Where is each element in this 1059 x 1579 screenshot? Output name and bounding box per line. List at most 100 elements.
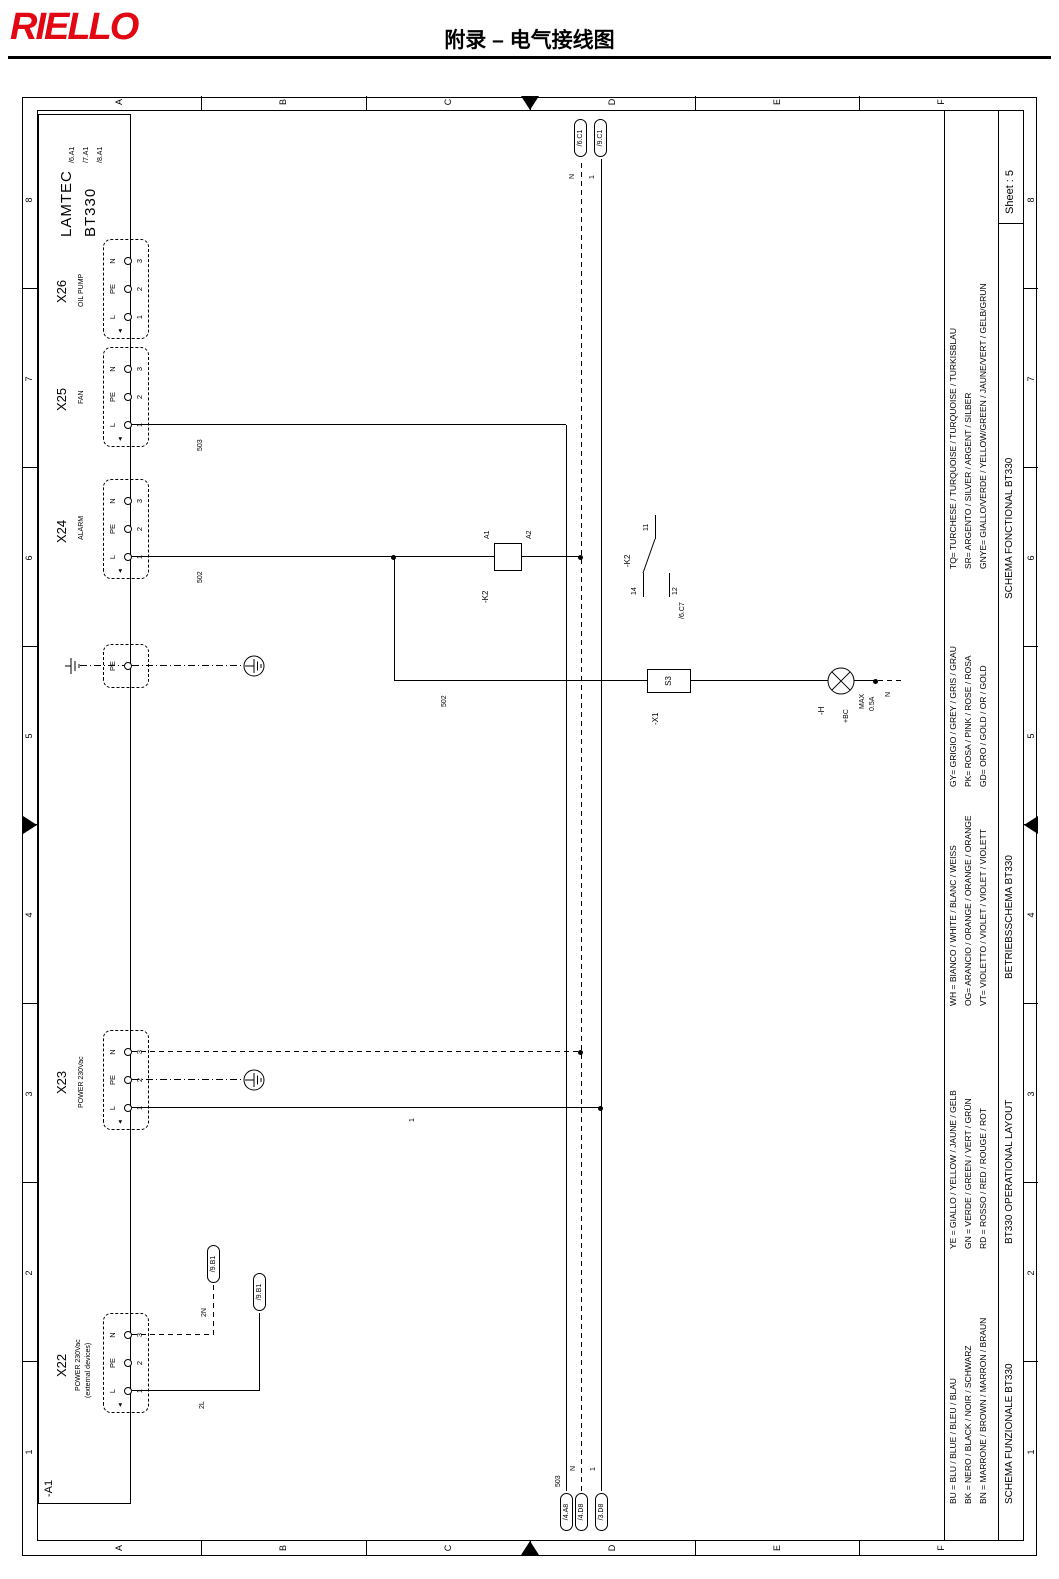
ref-flag: /6.C1	[574, 119, 587, 157]
drawing-area: 1 2 3 4 5 6 7 8 1 2 3 4 5 6 7 8 A B C D …	[22, 96, 1038, 1556]
grid-row-label: D	[607, 98, 617, 106]
title-it: SCHEMA FUNZIONALE BT330	[1004, 1363, 1015, 1504]
grid-col-label: 4	[24, 912, 34, 918]
wire-503-label: 503	[197, 439, 204, 451]
bus-n-label: N	[569, 173, 576, 179]
pe-stub-wire	[80, 665, 124, 666]
x23-pin-label: PE	[108, 1075, 117, 1086]
center-mark-icon	[23, 816, 37, 834]
grid-tick	[366, 96, 367, 110]
legend-line: GD= ORO / GOLD / OR / GOLD	[978, 665, 988, 787]
pe-pin-label: PE	[108, 661, 117, 672]
k2-t11-label: 11	[643, 523, 650, 531]
x26-desc: OIL PUMP	[78, 273, 85, 307]
wire-2l	[132, 1390, 259, 1391]
ref-flag: /4.D8	[575, 1493, 588, 1531]
grid-row-label: C	[443, 1544, 453, 1552]
lamp-amps-label: 0.5A	[869, 696, 876, 711]
terminal-group-x26-title: X26	[54, 279, 69, 303]
x25-pin-num: 1	[135, 422, 144, 428]
grid-row-label: A	[114, 1545, 124, 1552]
x24-desc: ALARM	[78, 515, 85, 540]
x26-pin-num: 3	[135, 258, 144, 264]
x23-desc: POWER 230Vac	[78, 1056, 85, 1108]
x24-pin-num: 2	[135, 526, 144, 532]
terminal-group-x22-title: X22	[54, 1353, 69, 1377]
terminal-group-x24-title: X24	[54, 519, 69, 543]
x25-desc: FAN	[78, 390, 85, 404]
titleblock-divider	[944, 110, 945, 1541]
x24-pin-label: N	[108, 498, 117, 504]
doc-title: 附录 – 电气接线图	[444, 29, 615, 52]
wire-2l	[259, 1313, 260, 1391]
flow-arrow-icon: ◄	[118, 1119, 124, 1125]
grid-row-label: F	[936, 1545, 946, 1551]
ref-flag: /3.D8	[595, 1493, 608, 1531]
ref-flag: /9.C1	[594, 119, 607, 157]
lamp-icon	[827, 667, 855, 695]
x24-pin-label: PE	[108, 524, 117, 535]
bus-1-label: 1	[589, 175, 596, 179]
x22-pin-label: N	[108, 1332, 117, 1338]
grid-tick	[23, 646, 37, 647]
grid-tick	[859, 1541, 860, 1555]
x26-pin-label: L	[108, 314, 117, 320]
terminal-icon	[124, 497, 132, 505]
k2-contact-ref: /6.C7	[679, 602, 686, 619]
wire-502-label: 502	[441, 695, 448, 707]
grid-row-label: F	[936, 99, 946, 105]
grid-tick	[23, 467, 37, 468]
grid-tick	[23, 288, 37, 289]
header-rule	[8, 56, 1051, 59]
legend-line: BK = NERO / BLACK / NOIR / SCHWARZ	[963, 1345, 973, 1504]
legend-line: PK= ROSA / PINK / ROSE / ROSA	[963, 655, 973, 787]
terminal-icon	[124, 553, 132, 561]
grid-col-label: 5	[24, 733, 34, 739]
legend-line: TQ= TURCHESE / TURQUOISE / TURQUOISE / T…	[948, 328, 958, 569]
grid-tick	[1024, 1003, 1038, 1004]
grid-col-label: 5	[1026, 733, 1036, 739]
terminal-icon	[124, 257, 132, 265]
x24-pin-num: 1	[135, 554, 144, 560]
grid-col-label: 3	[24, 1091, 34, 1097]
legend-line: OG= ARANCIO / ORANGE / ORANGE / ORANGE	[963, 815, 973, 1006]
grid-row-label: E	[772, 1545, 782, 1552]
grid-col-label: 7	[24, 376, 34, 382]
x26-pin-num: 2	[135, 286, 144, 292]
x24-pin-label: L	[108, 554, 117, 560]
x26-pin-label: N	[108, 258, 117, 264]
earth-symbol-icon	[243, 655, 265, 677]
x22-pin-label: L	[108, 1388, 117, 1394]
legend-line: GY= GRIGIO / GREY / GRIS / GRAU	[948, 646, 958, 787]
grid-col-label: 2	[24, 1270, 34, 1276]
flow-arrow-icon: ◄	[118, 568, 124, 574]
grid-tick	[1024, 646, 1038, 647]
legend-line: YE = GIALLO / YELLOW / JAUNE / GELB	[948, 1090, 958, 1249]
lamp-bc-label: +BC	[843, 709, 850, 723]
k2-contact-lead-12	[669, 573, 670, 597]
grid-tick	[859, 96, 860, 110]
bus-503-label: 503	[555, 1475, 562, 1487]
grid-row-label: E	[772, 99, 782, 106]
terminal-icon	[124, 1387, 132, 1395]
ref-flag: /4.A8	[560, 1493, 573, 1531]
wire-2l-label: 2L	[199, 1401, 206, 1409]
wire-2n	[213, 1285, 214, 1335]
grid-tick	[695, 96, 696, 110]
grid-tick	[1024, 467, 1038, 468]
center-mark-icon	[1024, 816, 1038, 834]
x23-pin-label: N	[108, 1049, 117, 1055]
terminal-icon	[124, 285, 132, 293]
grid-col-label: 6	[1026, 555, 1036, 561]
flow-arrow-icon: ◄	[118, 328, 124, 334]
x25-pin-label: L	[108, 422, 117, 428]
k2-contact-blade	[642, 538, 656, 574]
terminal-icon	[124, 313, 132, 321]
grid-row-label: D	[607, 1544, 617, 1552]
x26-pin-label: PE	[108, 284, 117, 295]
grid-row-label: B	[278, 1545, 288, 1552]
terminal-icon	[124, 1359, 132, 1367]
wire-1-label: 1	[409, 1118, 416, 1122]
grid-tick	[201, 96, 202, 110]
grid-tick	[1024, 288, 1038, 289]
